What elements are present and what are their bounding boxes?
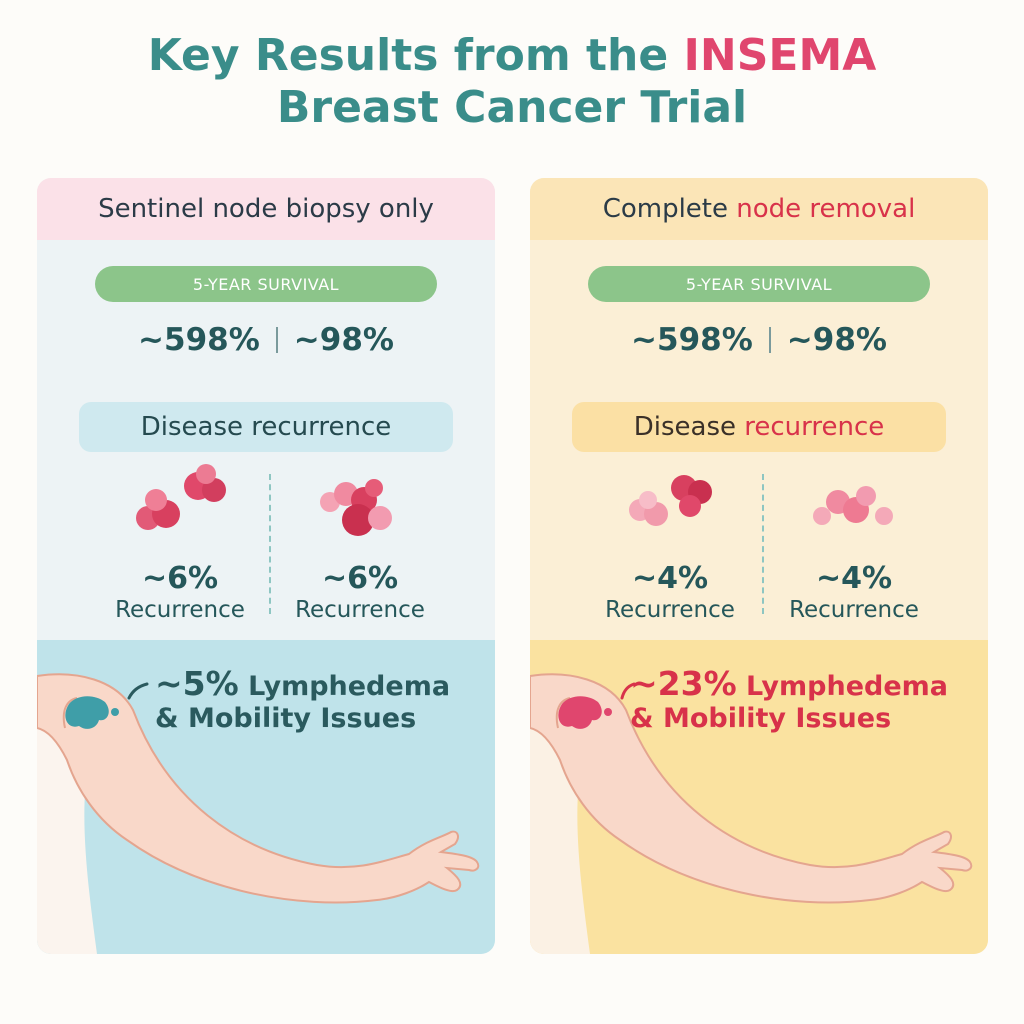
panel-heading: Sentinel node biopsy only bbox=[37, 178, 495, 240]
recurrence-label: Recurrence bbox=[115, 597, 245, 623]
recurrence-item: ~6% Recurrence bbox=[260, 460, 460, 623]
heading-part-a: Complete bbox=[602, 194, 728, 224]
title-line2: Breast Cancer Trial bbox=[276, 82, 748, 133]
recurrence-heading-b: recurrence bbox=[744, 412, 885, 442]
survival-value-a: ~598% bbox=[631, 322, 753, 358]
side-effect-line2: & Mobility Issues bbox=[630, 703, 892, 734]
dashed-divider bbox=[269, 474, 271, 614]
side-effect-text: ~5% Lymphedema & Mobility Issues bbox=[155, 667, 475, 735]
survival-label: 5-YEAR SURVIVAL bbox=[95, 266, 437, 302]
sentinel-biopsy-panel: Sentinel node biopsy only 5-YEAR SURVIVA… bbox=[37, 178, 495, 954]
recurrence-item: ~4% Recurrence bbox=[754, 460, 954, 623]
recurrence-heading: Disease recurrence bbox=[79, 402, 453, 452]
cancer-cells-icon bbox=[320, 479, 392, 536]
complete-removal-panel: Complete node removal 5-YEAR SURVIVAL ~5… bbox=[530, 178, 988, 954]
recurrence-label: Recurrence bbox=[605, 597, 735, 623]
side-effect-line2: & Mobility Issues bbox=[155, 703, 417, 734]
survival-separator bbox=[275, 327, 278, 353]
cancer-cells-icon bbox=[136, 464, 226, 530]
survival-value-a: ~598% bbox=[138, 322, 260, 358]
recurrence-item: ~6% Recurrence bbox=[80, 460, 280, 623]
recurrence-value: ~6% bbox=[321, 561, 399, 596]
recurrence-value: ~4% bbox=[631, 561, 709, 596]
dashed-divider bbox=[762, 474, 764, 614]
recurrence-label: Recurrence bbox=[789, 597, 919, 623]
recurrence-heading-a: Disease bbox=[633, 412, 736, 442]
page-title: Key Results from the INSEMA Breast Cance… bbox=[0, 30, 1024, 134]
survival-label: 5-YEAR SURVIVAL bbox=[588, 266, 930, 302]
recurrence-value: ~6% bbox=[141, 561, 219, 596]
side-effect-line1: Lymphedema bbox=[746, 671, 949, 702]
arm-illustration bbox=[530, 640, 973, 954]
arm-illustration bbox=[37, 640, 480, 954]
side-effect-text: ~23% Lymphedema & Mobility Issues bbox=[630, 667, 950, 735]
cancer-cells-icon bbox=[629, 475, 712, 526]
survival-separator bbox=[768, 327, 771, 353]
cancer-cells-icon bbox=[813, 486, 893, 525]
survival-values: ~598% ~98% bbox=[530, 318, 988, 362]
title-highlight: INSEMA bbox=[683, 30, 877, 81]
recurrence-item: ~4% Recurrence bbox=[570, 460, 770, 623]
side-effect-section: ~23% Lymphedema & Mobility Issues bbox=[530, 640, 988, 954]
survival-value-b: ~98% bbox=[786, 322, 887, 358]
recurrence-heading: Disease recurrence bbox=[572, 402, 946, 452]
survival-values: ~598% ~98% bbox=[37, 318, 495, 362]
survival-value-b: ~98% bbox=[293, 322, 394, 358]
recurrence-label: Recurrence bbox=[295, 597, 425, 623]
recurrence-value: ~4% bbox=[815, 561, 893, 596]
panel-heading: Complete node removal bbox=[530, 178, 988, 240]
heading-part-b: node removal bbox=[736, 194, 916, 224]
side-effect-value: ~23% bbox=[630, 664, 737, 703]
side-effect-line1: Lymphedema bbox=[248, 671, 451, 702]
side-effect-section: ~5% Lymphedema & Mobility Issues bbox=[37, 640, 495, 954]
side-effect-value: ~5% bbox=[155, 664, 239, 703]
title-prefix: Key Results from the bbox=[147, 30, 684, 81]
